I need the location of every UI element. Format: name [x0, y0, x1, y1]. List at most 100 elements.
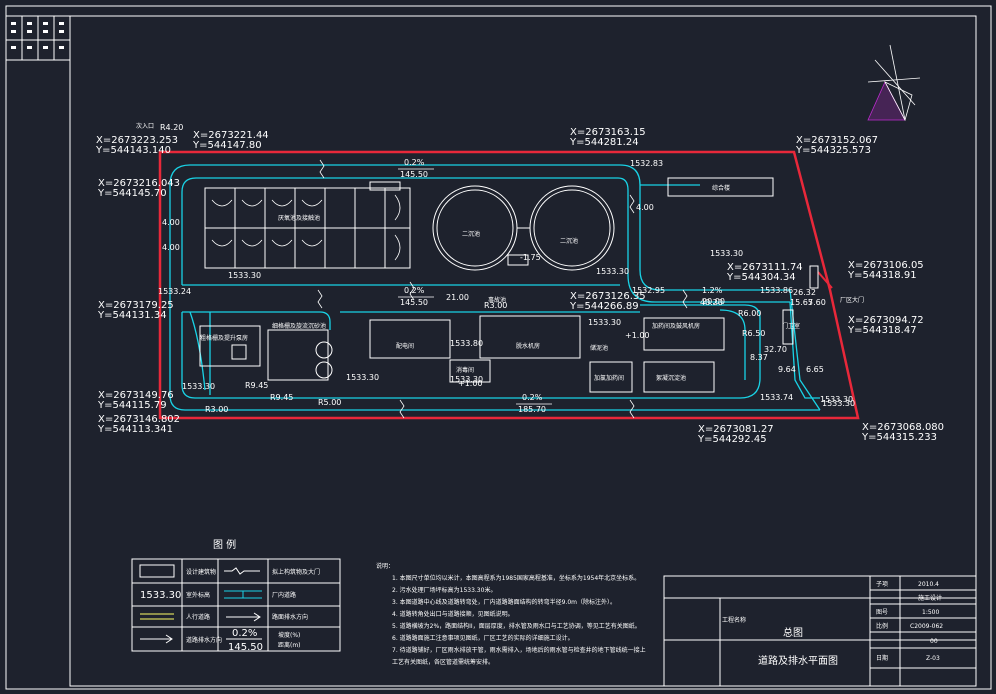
tb-key-2: 子项	[876, 581, 888, 588]
coord-c4-y: Y=544325.573	[795, 145, 871, 156]
legend-r3-c4: 路面排水方向	[272, 613, 308, 621]
building-label-b14: 储泥池	[590, 344, 608, 352]
building-label-b16: 絮凝沉淀池	[656, 374, 686, 382]
coord-c9-x: X=2673106.05	[848, 260, 924, 271]
coord-c6-y: Y=544131.34	[97, 310, 167, 321]
coord-c11-y: Y=544115.79	[97, 400, 167, 411]
main-gate-line	[817, 271, 833, 289]
building-label-b11: 消毒间	[456, 366, 474, 374]
building-label-b10: 加药间及鼓风机房	[652, 322, 700, 330]
elev-e5: 1533.80	[450, 339, 483, 348]
coord-c12-y: Y=544113.341	[97, 424, 173, 435]
dim-r60: R6.00	[738, 309, 761, 318]
notes-title: 说明：	[376, 562, 394, 570]
dim-r420: R4.20	[160, 123, 183, 132]
note-7: 7. 待道路铺好，厂区雨水排放干管，雨水需排入，场地后的雨水管与检查井的地下管线…	[392, 646, 646, 654]
dim-1565: 15.65	[790, 298, 813, 307]
tb-v1: 2010.4	[918, 581, 939, 588]
coord-c13-x: X=2673081.27	[698, 424, 774, 435]
elev-e9: 1532.83	[630, 159, 663, 168]
tb-key-1: 工程名称	[722, 616, 746, 624]
building-label-b12: 门卫室	[782, 322, 800, 330]
design-notes: 说明： 1. 本图尺寸单位均以米计，本图高程系为1985国家高程基准，坐标系为1…	[376, 562, 646, 666]
coord-c10-y: Y=544318.47	[847, 325, 917, 336]
legend-r4-c2: 道路排水方向	[186, 636, 222, 644]
note-6: 6. 道路路面施工注意事项见图纸，厂区工艺的实际的详细施工设计。	[392, 634, 574, 642]
note-3: 3. 本图道路中心线及道路转弯处，厂内道路路面结构的转弯半径9.0m（除标注外）…	[392, 598, 616, 606]
coord-c6-x: X=2673179.25	[98, 300, 174, 311]
coord-c13-y: Y=544292.45	[697, 434, 767, 445]
building-label-b4: 综合楼	[712, 184, 730, 192]
tb-v4: C2009-062	[910, 623, 943, 630]
note-7b: 工艺有关图纸，各区管道需统筹安排。	[392, 658, 494, 666]
building-label-b15: 加氯加药间	[594, 374, 624, 382]
drawing-frame	[5, 5, 992, 690]
dim-2100: 21.00	[446, 293, 469, 302]
coord-c1-x: X=2673223.253	[96, 135, 178, 146]
elev-e7: 1533.74	[760, 393, 793, 402]
coord-c8-y: Y=544304.34	[726, 272, 796, 283]
slope-3-len: 185.70	[518, 405, 546, 414]
tb-v2: 施工设计	[918, 594, 942, 602]
coord-c4-x: X=2673152.067	[796, 135, 878, 146]
north-arrow-icon	[867, 44, 921, 122]
elev-e15: 1533.30	[820, 395, 853, 404]
tb-main-title: 总图	[783, 626, 803, 639]
tb-key-4: 比例	[876, 622, 888, 630]
legend-r4-c3-top: 0.2%	[232, 628, 257, 639]
road-break-marks	[317, 159, 688, 419]
coord-c12-x: X=2673146.802	[98, 414, 180, 425]
dim-r945: R9.45	[245, 381, 268, 390]
elevation-labels: 1533.30 1533.24 1533.30 1533.30 1533.80 …	[158, 159, 855, 408]
elev-e1: 1533.30	[228, 271, 261, 280]
dimension-labels: R4.20 4.00 4.00 -1.75 21.00 R3.00 15.65 …	[160, 123, 826, 414]
slope-4-len: 40.20	[700, 298, 723, 307]
elev-e10: 1532.95	[632, 286, 665, 295]
dim-2632: 26.32	[793, 288, 816, 297]
coord-c2-y: Y=544147.80	[192, 140, 262, 151]
tb-v5: 00	[930, 638, 938, 645]
coord-c9-y: Y=544318.91	[847, 270, 917, 281]
tb-key-3: 图号	[876, 609, 888, 616]
slope-2-pct: 0.2%	[404, 286, 425, 295]
legend: 图 例 设计建筑物 拟上构筑物及大门 1533.30 室外标高 厂内道路	[131, 538, 341, 653]
legend-r4-c4-top: 坡度(%)	[278, 631, 300, 639]
slope-2-len: 145.50	[400, 298, 428, 307]
dim-3270: 32.70	[764, 345, 787, 354]
slope-labels: 0.2% 145.50 0.2% 145.50 0.2% 185.70 1.2%…	[398, 158, 723, 414]
coord-c2-x: X=2673221.44	[193, 130, 269, 141]
coord-c14-x: X=2673068.080	[862, 422, 944, 433]
building-label-b2: 二沉池	[462, 230, 480, 238]
elev-e13: 1533.30	[822, 399, 855, 408]
elev-e6: 1533.30	[346, 373, 379, 382]
coord-c14-y: Y=544315.233	[861, 432, 937, 443]
title-block: 工程名称 子项 图号 比例 日期 2010.4 施工设计 1:500 C2009…	[663, 575, 977, 687]
building-label-b6: 粗格栅及提升泵房	[200, 334, 248, 342]
slope-1-pct: 0.2%	[404, 158, 425, 167]
coord-c11-x: X=2673149.76	[98, 390, 174, 401]
buildings	[199, 177, 819, 393]
elev-e4: 1533.30	[710, 249, 743, 258]
building-label-b8: 配电间	[396, 342, 414, 350]
dim-100: +1.00	[625, 331, 650, 340]
coord-c5-x: X=2673216.043	[98, 178, 180, 189]
building-label-b9: 脱水机房	[516, 342, 540, 350]
coord-c3-x: X=2673163.15	[570, 127, 646, 138]
coord-c1-y: Y=544143.140	[95, 145, 171, 156]
site-boundary	[158, 150, 860, 420]
note-4: 4. 道路转角处出口与道路接顺，见图纸说明。	[392, 610, 514, 618]
coord-c3-y: Y=544281.24	[569, 137, 639, 148]
building-label-b1: 厌氧池及接触池	[278, 214, 320, 222]
slope-3-pct: 0.2%	[522, 393, 543, 402]
elev-e14: 1533.30	[450, 375, 483, 384]
elev-e3: 1533.30	[596, 267, 629, 276]
note-5: 5. 道路横坡为2%，路面结构II，面层厚度，排水管及雨水口与工艺协调，等见工艺…	[392, 622, 641, 630]
slope-4-pct: 1.2%	[702, 286, 723, 295]
legend-r3-c2: 人行道路	[186, 613, 210, 621]
elev-e8: 1533.30	[182, 382, 215, 391]
dim-837: 8.37	[750, 353, 768, 362]
tb-v6: Z-03	[926, 655, 940, 662]
coord-c7-y: Y=544266.89	[569, 301, 639, 312]
